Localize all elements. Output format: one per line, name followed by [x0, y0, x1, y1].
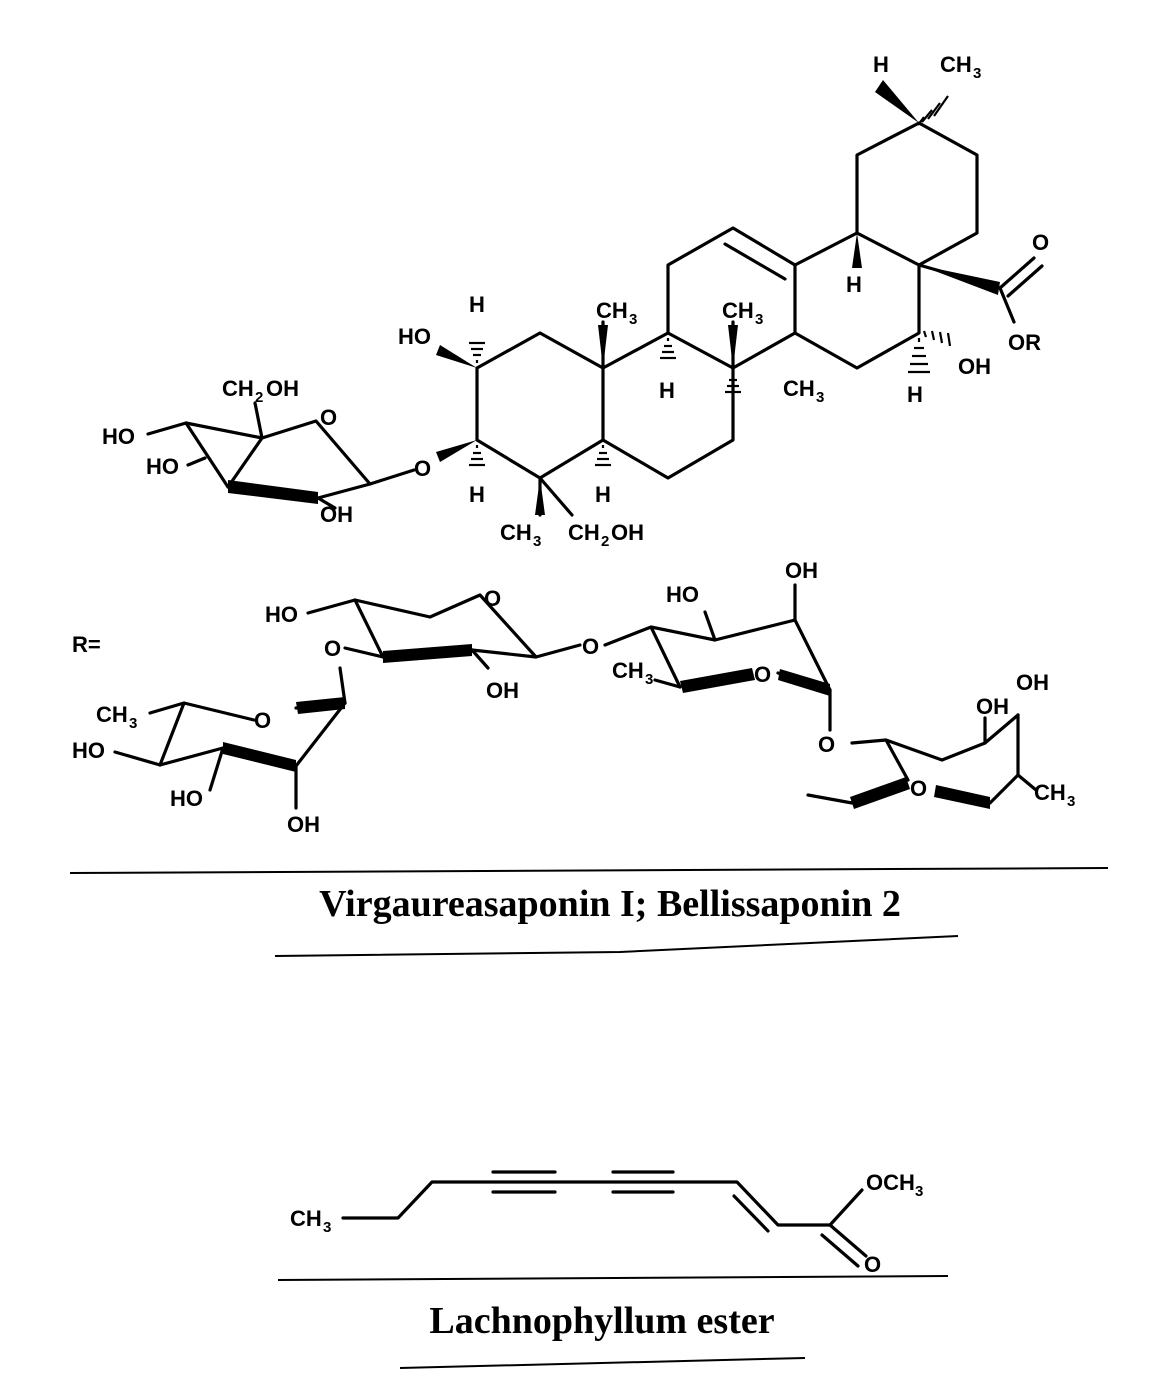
carbonyl-o-label: O — [1032, 230, 1049, 255]
glucose-unit: CH 2 OH O HO HO OH — [102, 376, 416, 527]
rha2-ch3-label: CH — [1034, 780, 1066, 805]
ch3-c14-sub: 3 — [816, 389, 824, 406]
rha1-ring-o-label: O — [254, 708, 271, 733]
fuc-ch3-label: CH — [612, 658, 644, 683]
ester-ch3-label: CH — [290, 1206, 322, 1231]
h-c5-label: H — [595, 482, 611, 507]
h-c3-label: H — [469, 482, 485, 507]
rha1-ho4-label: HO — [72, 738, 105, 763]
rha1-ch3-sub: 3 — [129, 715, 137, 732]
rule-upper-2 — [277, 1275, 949, 1281]
glc-ch2oh-sub: 2 — [255, 389, 263, 406]
fuc-ring-o-label: O — [754, 662, 771, 687]
ch2oh-c4-label: CH — [568, 520, 600, 545]
ch3-c4-sub: 3 — [533, 533, 541, 550]
h-c9-label: H — [659, 378, 675, 403]
ch3-top-label: CH — [940, 52, 972, 77]
stereo-bonds — [436, 80, 1000, 515]
ch3-c8-sub: 3 — [755, 311, 763, 328]
caption-virgaureasaponin: Virgaureasaponin I; Bellissaponin 2 — [319, 883, 901, 925]
rha2-ring-o-label: O — [910, 776, 927, 801]
lachnophyllum-ester: CH 3 OCH 3 O — [290, 1170, 923, 1277]
h-c18-label: H — [846, 272, 862, 297]
rule-lower-1 — [274, 935, 959, 957]
xyl-ring-o-label: O — [484, 586, 501, 611]
rule-upper-1 — [69, 867, 1109, 874]
fuc-ho-label: HO — [666, 582, 699, 607]
ch3-top-sub: 3 — [973, 65, 981, 82]
xyl-ho-label: HO — [265, 602, 298, 627]
ch3-c4-label: CH — [500, 520, 532, 545]
glc-o-label: O — [414, 456, 431, 481]
link-o1-label: O — [582, 634, 599, 659]
glc-ch2oh-tail: OH — [266, 376, 299, 401]
rha2-oh2-label: OH — [1016, 670, 1049, 695]
rha1-ho3-label: HO — [170, 786, 203, 811]
glc-ch2oh-label: CH — [222, 376, 254, 401]
h-c16-label: H — [907, 382, 923, 407]
h-top-label: H — [873, 52, 889, 77]
xyl-oh-label: OH — [486, 678, 519, 703]
ch3-c10-sub: 3 — [629, 311, 637, 328]
ch3-c14-label: CH — [783, 376, 815, 401]
ch2oh-c4-sub: 2 — [601, 533, 609, 550]
glc-ho3-label: HO — [146, 454, 179, 479]
r-eq-label: R= — [72, 632, 101, 657]
ch2oh-c4-tail: OH — [611, 520, 644, 545]
rha2-ch3-sub: 3 — [1067, 793, 1075, 810]
caption-lachnophyllum: Lachnophyllum ester — [429, 1300, 774, 1342]
link-o2-label: O — [324, 636, 341, 661]
h-c2-label: H — [469, 292, 485, 317]
r-substituent: R= HO O OH O O HO OH CH 3 O — [72, 558, 1075, 837]
ester-och3-sub: 3 — [915, 1183, 923, 1200]
rule-lower-2 — [399, 1357, 806, 1369]
rha2-oh-label: OH — [976, 694, 1009, 719]
ch3-c8-label: CH — [722, 298, 754, 323]
ester-carbonyl-o-label: O — [864, 1252, 881, 1277]
fuc-oh-top-label: OH — [785, 558, 818, 583]
oh-c16-label: OH — [958, 354, 991, 379]
ester-ch3-sub: 3 — [323, 1219, 331, 1236]
or-label: OR — [1008, 330, 1041, 355]
ester-och3-label: OCH — [866, 1170, 915, 1195]
ho-c2-label: HO — [398, 324, 431, 349]
triterpene-labels: H CH 3 O OR OH H H CH 3 CH 3 CH 3 H H HO… — [398, 52, 1049, 550]
glc-ho4-label: HO — [102, 424, 135, 449]
rha1-ch3-label: CH — [96, 702, 128, 727]
glc-oh2-label: OH — [320, 502, 353, 527]
ch3-c10-label: CH — [596, 298, 628, 323]
link-o3-label: O — [818, 732, 835, 757]
fuc-ch3-sub: 3 — [645, 671, 653, 688]
glc-ring-o-label: O — [320, 405, 337, 430]
rha1-oh2-label: OH — [287, 812, 320, 837]
